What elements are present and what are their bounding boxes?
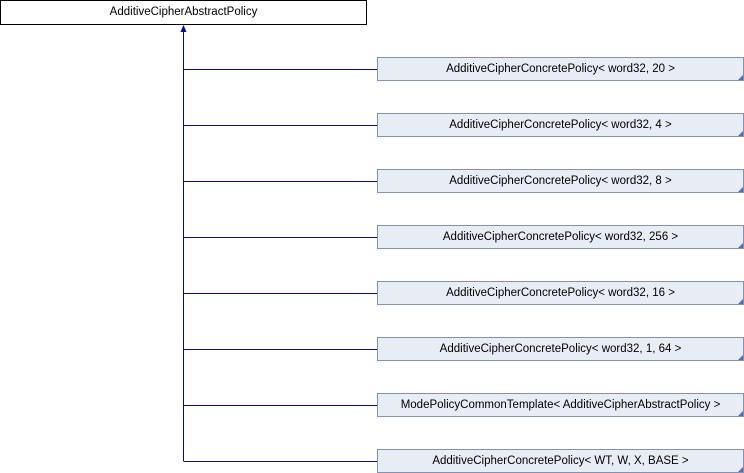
derived-class-node[interactable]: ModePolicyCommonTemplate< AdditiveCipher… bbox=[377, 393, 744, 417]
fold-corner-icon bbox=[738, 243, 743, 248]
inheritance-arrowhead-icon bbox=[180, 25, 187, 32]
fold-corner-icon bbox=[738, 411, 743, 416]
derived-class-label: AdditiveCipherConcretePolicy< word32, 4 … bbox=[449, 119, 672, 131]
derived-class-label: AdditiveCipherConcretePolicy< word32, 1,… bbox=[439, 343, 682, 355]
derived-class-node[interactable]: AdditiveCipherConcretePolicy< word32, 1,… bbox=[377, 337, 744, 361]
derived-class-label: AdditiveCipherConcretePolicy< word32, 25… bbox=[442, 231, 679, 243]
fold-corner-icon bbox=[738, 187, 743, 192]
fold-corner-icon bbox=[738, 355, 743, 360]
fold-corner-icon bbox=[738, 75, 743, 80]
derived-class-node[interactable]: AdditiveCipherConcretePolicy< word32, 20… bbox=[377, 57, 744, 81]
derived-class-label: AdditiveCipherConcretePolicy< word32, 16… bbox=[446, 287, 675, 299]
derived-class-label: AdditiveCipherConcretePolicy< WT, W, X, … bbox=[432, 455, 689, 467]
derived-class-label: ModePolicyCommonTemplate< AdditiveCipher… bbox=[400, 399, 721, 411]
derived-class-node[interactable]: AdditiveCipherConcretePolicy< WT, W, X, … bbox=[377, 449, 744, 473]
fold-corner-icon bbox=[738, 299, 743, 304]
base-class-node[interactable]: AdditiveCipherAbstractPolicy bbox=[0, 0, 367, 25]
derived-class-label: AdditiveCipherConcretePolicy< word32, 8 … bbox=[449, 175, 672, 187]
derived-class-node[interactable]: AdditiveCipherConcretePolicy< word32, 8 … bbox=[377, 169, 744, 193]
derived-class-node[interactable]: AdditiveCipherConcretePolicy< word32, 4 … bbox=[377, 113, 744, 137]
derived-class-label: AdditiveCipherConcretePolicy< word32, 20… bbox=[446, 63, 675, 75]
derived-class-node[interactable]: AdditiveCipherConcretePolicy< word32, 25… bbox=[377, 225, 744, 249]
derived-class-node[interactable]: AdditiveCipherConcretePolicy< word32, 16… bbox=[377, 281, 744, 305]
fold-corner-icon bbox=[738, 467, 743, 472]
fold-corner-icon bbox=[738, 131, 743, 136]
